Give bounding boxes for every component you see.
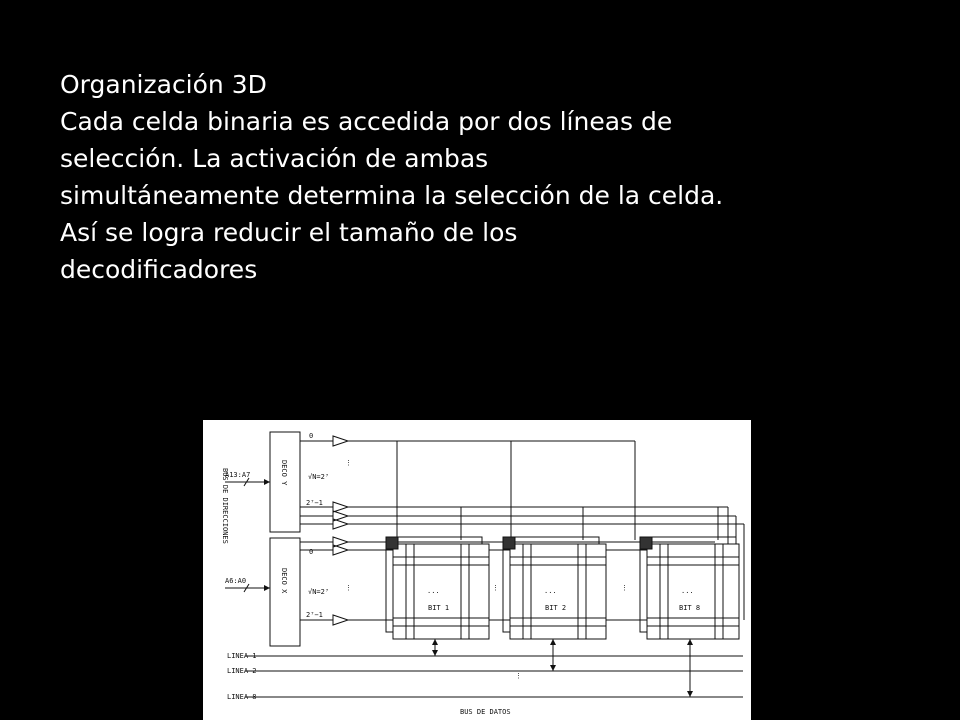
plane1-arrow-up <box>432 639 438 645</box>
text-line-1: Cada celda binaria es accedida por dos l… <box>60 107 673 136</box>
plane1-arrow-down <box>432 650 438 656</box>
plane-gap-vdots-1: ⋮ <box>492 584 499 592</box>
slide-text-block: Organización 3D Cada celda binaria es ac… <box>60 66 920 288</box>
addr-y-arrow <box>264 479 270 485</box>
plane-gap-vdots-2: ⋮ <box>621 584 628 592</box>
plane2-arrow-down <box>550 665 556 671</box>
addr-x-slash <box>243 583 250 593</box>
plane3-arrow-down <box>687 691 693 697</box>
plane2-dots: ... <box>544 587 557 595</box>
addr-y-slash <box>243 477 250 487</box>
addr-x-label: A6:A0 <box>225 577 246 585</box>
x-out-last-label: 2⁷−1 <box>306 611 323 619</box>
plane3-dots: ... <box>681 587 694 595</box>
x-buffer-0 <box>332 536 350 548</box>
text-line-3: simultáneamente determina la selección d… <box>60 181 724 210</box>
linea-1-label: LINEA 1 <box>227 652 257 660</box>
x-buffer-2 <box>332 614 350 626</box>
linea-8-label: LINEA 8 <box>227 693 257 701</box>
x-vdots: ⋮ <box>345 584 352 592</box>
x-out-mid-label: √N=2⁷ <box>308 588 329 596</box>
y-vdots: ⋮ <box>345 459 352 467</box>
x-buffer-1 <box>332 544 350 556</box>
plane1-dots: ... <box>427 587 440 595</box>
linea-2-label: LINEA 2 <box>227 667 257 675</box>
y-buffer-0 <box>332 435 350 447</box>
memory-plane-1 <box>385 536 490 640</box>
diagram-canvas: A13:A7 A6:A0 BUS DE DIRECCIONES DECO Y D… <box>221 431 745 716</box>
addr-y-label: A13:A7 <box>225 471 250 479</box>
address-bus-label: BUS DE DIRECCIONES <box>221 468 229 544</box>
decoder-x-label: DECO X <box>280 568 288 594</box>
slide-title: Organización 3D <box>60 70 267 99</box>
plane2-arrow-up <box>550 639 556 645</box>
plane1-label: BIT 1 <box>428 604 449 612</box>
data-bus-label: BUS DE DATOS <box>460 708 511 716</box>
text-line-5: decodificadores <box>60 255 258 284</box>
text-line-2: selección. La activación de ambas <box>60 144 489 173</box>
decoder-y-label: DECO Y <box>280 460 288 486</box>
decoder-x-box <box>269 537 301 647</box>
memory-3d-diagram: A13:A7 A6:A0 BUS DE DIRECCIONES DECO Y D… <box>203 420 751 720</box>
plane3-arrow-up <box>687 639 693 645</box>
memory-plane-2 <box>502 536 607 640</box>
memory-plane-3 <box>639 536 740 640</box>
addr-x-arrow <box>264 585 270 591</box>
y-buffer-3 <box>332 518 350 530</box>
plane2-label: BIT 2 <box>545 604 566 612</box>
lines-vdots: ⋮ <box>515 672 522 680</box>
y-out-first-label: 0 <box>309 432 313 440</box>
y-buffer-1 <box>332 501 350 513</box>
text-line-4: Así se logra reducir el tamaño de los <box>60 218 518 247</box>
plane3-label: BIT 8 <box>679 604 700 612</box>
y-out-mid-label: √N=2⁷ <box>308 473 329 481</box>
y-out-last-label: 2⁷−1 <box>306 499 323 507</box>
y-buffer-2 <box>332 510 350 522</box>
x-out-first-label: 0 <box>309 548 313 556</box>
